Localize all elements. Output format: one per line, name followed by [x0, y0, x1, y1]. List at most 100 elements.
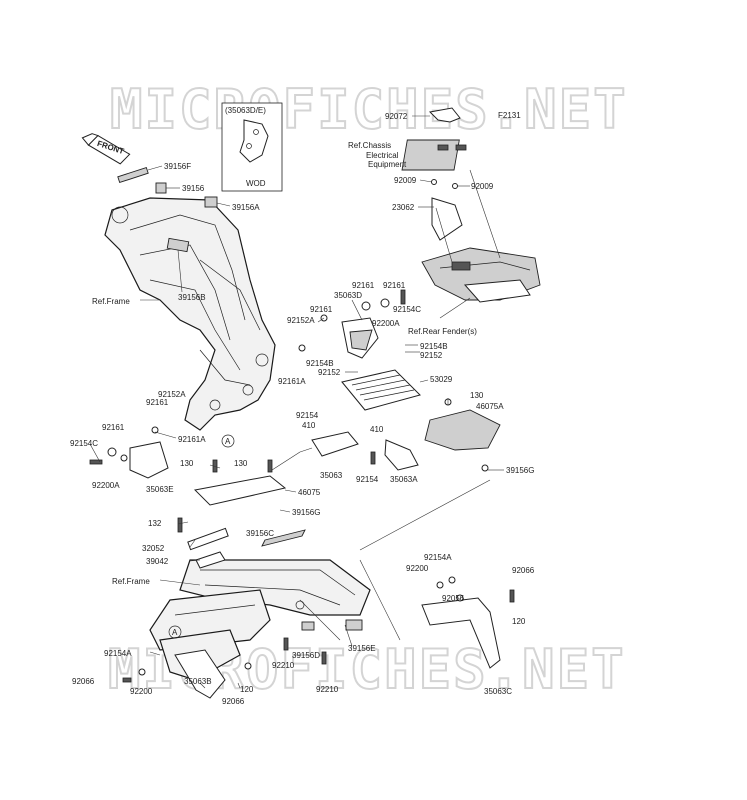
- label-92210-b: 92210: [316, 685, 339, 694]
- ref-chassis-line3: Equipment: [368, 160, 407, 169]
- marker-a-lower: A: [168, 625, 182, 639]
- part-39156E: [345, 619, 363, 631]
- label-35063D: 35063D: [334, 291, 362, 300]
- label-130-a: 130: [470, 391, 484, 400]
- leader-lines: [89, 115, 504, 689]
- label-92154-b: 92154: [356, 475, 379, 484]
- label-92200-a: 92200: [406, 564, 429, 573]
- label-92200A-a: 92200A: [372, 319, 400, 328]
- label-92210-a: 92210: [272, 661, 295, 670]
- label-35063C: 35063C: [484, 687, 512, 696]
- bracket-46075A: [424, 398, 501, 472]
- label-39156B: 39156B: [178, 293, 206, 302]
- battery-assembly: [401, 107, 467, 241]
- label-92161-c: 92161: [310, 305, 333, 314]
- label-39156C: 39156C: [246, 529, 274, 538]
- label-92154B-a: 92154B: [420, 342, 448, 351]
- ref-frame-top: Ref.Frame: [92, 297, 130, 306]
- label-92154C-b: 92154C: [70, 439, 98, 448]
- label-39042: 39042: [146, 557, 169, 566]
- bracket-35063C: [421, 576, 515, 669]
- part-39156A: [204, 196, 218, 208]
- figure-code: F2131: [498, 111, 521, 120]
- label-130-c: 130: [234, 459, 248, 468]
- inset-title: (35063D/E): [225, 106, 266, 115]
- label-92154-a: 92154: [296, 411, 319, 420]
- label-92200-b: 92200: [130, 687, 153, 696]
- label-39156G-b: 39156G: [292, 508, 320, 517]
- label-92009-b: 92009: [471, 182, 494, 191]
- label-92152-b: 92152: [318, 368, 341, 377]
- label-92161-b: 92161: [383, 281, 406, 290]
- footrest-53029: [341, 369, 421, 411]
- label-92066-a: 92066: [512, 566, 535, 575]
- label-92154A-b: 92154A: [104, 649, 132, 658]
- part-32052: [187, 527, 229, 551]
- label-92152A-a: 92152A: [287, 316, 315, 325]
- label-92161-d: 92161: [146, 398, 169, 407]
- label-92161-e: 92161: [102, 423, 125, 432]
- label-35063A: 35063A: [390, 475, 418, 484]
- bracket-35063E: [89, 426, 169, 479]
- label-92072: 92072: [385, 112, 408, 121]
- label-130-b: 130: [180, 459, 194, 468]
- label-132: 132: [148, 519, 162, 528]
- label-53029: 53029: [430, 375, 453, 384]
- inset-box: (35063D/E) WOD: [221, 102, 283, 192]
- bolt-130b: [267, 459, 273, 473]
- label-35063: 35063: [320, 471, 343, 480]
- label-92152A-b: 92152A: [158, 390, 186, 399]
- front-arrow: FRONT: [81, 133, 131, 165]
- label-410-a: 410: [302, 421, 316, 430]
- label-92154A-a: 92154A: [424, 553, 452, 562]
- bracket-35063: [311, 431, 359, 457]
- label-92200A-b: 92200A: [92, 481, 120, 490]
- label-39156F: 39156F: [164, 162, 191, 171]
- main-frame: [104, 197, 276, 431]
- part-39156: [155, 182, 167, 194]
- ref-chassis-line1: Ref.Chassis: [348, 141, 391, 150]
- label-92161-a: 92161: [352, 281, 375, 290]
- label-35063E: 35063E: [146, 485, 174, 494]
- ref-chassis-line2: Electrical: [366, 151, 399, 160]
- watermark-top: MICROFICHES.NET: [110, 78, 628, 141]
- rear-fender: [421, 247, 541, 303]
- ref-rear-fender: Ref.Rear Fender(s): [408, 327, 477, 336]
- part-39156C: [261, 529, 306, 547]
- label-92009-a: 92009: [394, 176, 417, 185]
- label-39156: 39156: [182, 184, 205, 193]
- bracket-35063B: [122, 637, 327, 699]
- part-39156D: [301, 621, 315, 631]
- label-92066-b: 92066: [72, 677, 95, 686]
- label-39156D: 39156D: [292, 651, 320, 660]
- label-46075: 46075: [298, 488, 321, 497]
- label-35063B: 35063B: [184, 677, 212, 686]
- marker-a-upper-label: A: [225, 437, 231, 446]
- ref-frame-bottom: Ref.Frame: [112, 577, 150, 586]
- label-92154C-a: 92154C: [393, 305, 421, 314]
- label-120-b: 120: [240, 685, 254, 694]
- inset-caption: WOD: [246, 179, 266, 188]
- label-92152-a: 92152: [420, 351, 443, 360]
- bar-46075: [193, 475, 287, 506]
- label-32052: 32052: [142, 544, 165, 553]
- label-92161A-b: 92161A: [178, 435, 206, 444]
- bracket-35063A: [384, 439, 419, 471]
- label-92161A-a: 92161A: [278, 377, 306, 386]
- label-92066-c: 92066: [222, 697, 245, 706]
- marker-a-lower-label: A: [172, 628, 178, 637]
- label-39156A: 39156A: [232, 203, 260, 212]
- label-120-a: 120: [512, 617, 526, 626]
- label-92154B-b: 92154B: [306, 359, 334, 368]
- label-39156G-a: 39156G: [506, 466, 534, 475]
- label-410-b: 410: [370, 425, 384, 434]
- marker-a-upper: A: [221, 434, 235, 448]
- bracket-35063D: [298, 289, 406, 359]
- part-39042: [195, 551, 226, 569]
- label-46075A: 46075A: [476, 402, 504, 411]
- bolt-92154a: [370, 451, 376, 465]
- part-39156F: [117, 166, 149, 184]
- label-39156E: 39156E: [348, 644, 376, 653]
- label-92056: 92056: [442, 594, 465, 603]
